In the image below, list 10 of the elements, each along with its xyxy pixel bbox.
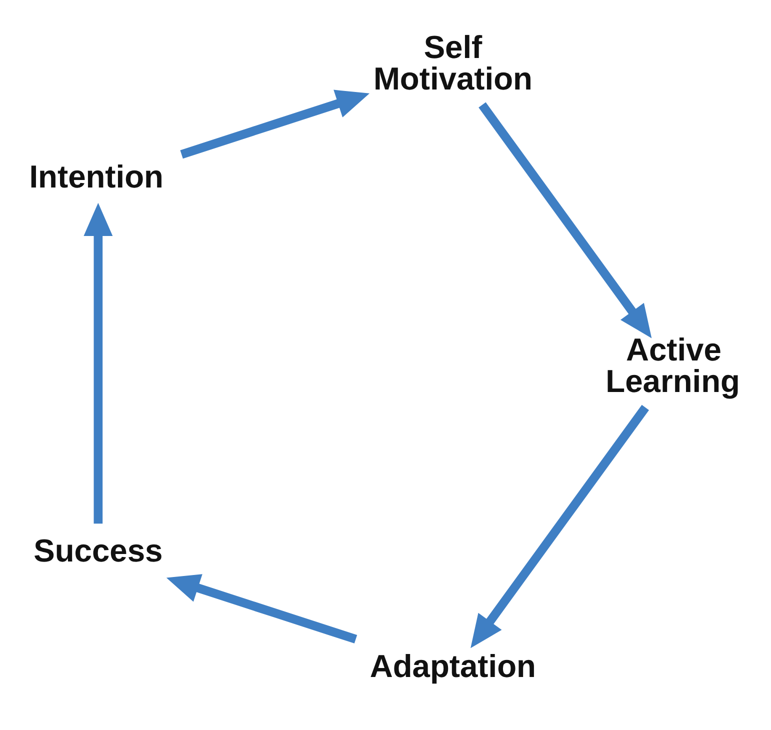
node-text: Active Learning <box>606 331 740 400</box>
arrow <box>166 574 358 644</box>
node-text: Success <box>34 532 163 569</box>
node-text: Intention <box>29 158 164 195</box>
node-text: Self Motivation <box>373 28 532 97</box>
arrow <box>470 404 649 648</box>
arrow <box>180 90 370 159</box>
arrow <box>84 202 113 524</box>
arrow <box>478 102 652 338</box>
node-text: Adaptation <box>370 648 536 684</box>
